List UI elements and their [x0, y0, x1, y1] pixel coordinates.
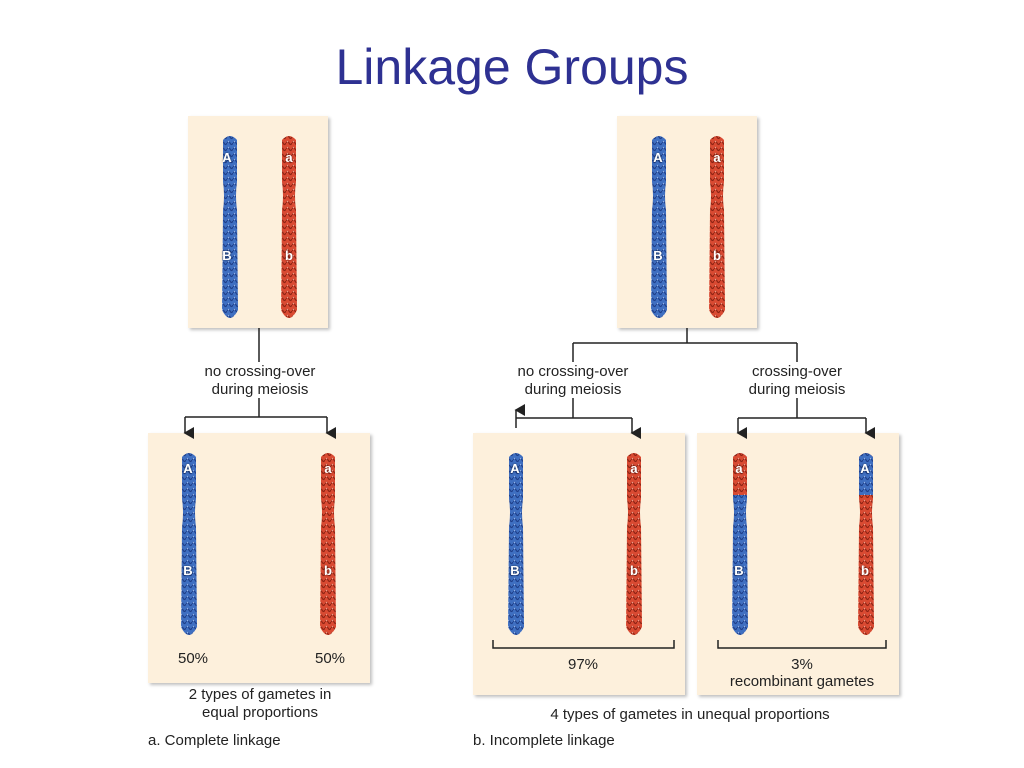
incomplete-parent-panel	[617, 116, 757, 328]
complete-caption: a. Complete linkage	[148, 732, 281, 749]
gamete-chromosome-red	[320, 453, 336, 635]
gene-a-label: a	[713, 150, 721, 165]
parental-percent: 97%	[567, 656, 599, 673]
incomplete-summary: 4 types of gametes in unequal proportion…	[550, 706, 830, 723]
page-title: Linkage Groups	[335, 39, 689, 95]
gamete-chromosome-blue	[181, 453, 197, 635]
parent-chromosome-red	[281, 136, 297, 318]
incomplete-right-arrow-label: crossing-over during meiosis	[748, 363, 846, 398]
gene-B-label: B	[653, 248, 663, 263]
gene-a-label: a	[324, 461, 332, 476]
gene-a-label: a	[735, 461, 743, 476]
recombinant-gamete-Ab	[858, 453, 874, 635]
complete-percent-left: 50%	[177, 650, 209, 667]
parent-chromosome-blue	[651, 136, 667, 318]
incomplete-caption: b. Incomplete linkage	[473, 732, 615, 749]
recombinant-bracket	[717, 640, 887, 649]
gene-b-label: b	[324, 563, 332, 578]
gene-a-label: a	[630, 461, 638, 476]
gene-A-label: A	[510, 461, 520, 476]
incomplete-left-arrow-label: no crossing-over during meiosis	[517, 363, 629, 398]
parent-chromosome-red	[709, 136, 725, 318]
gene-A-label: A	[222, 150, 232, 165]
incomplete-parental-panel	[473, 433, 685, 695]
gene-A-label: A	[183, 461, 193, 476]
recombinant-percent: 3%	[791, 656, 813, 673]
gene-B-label: B	[734, 563, 744, 578]
complete-arrow-label: no crossing-over during meiosis	[204, 363, 316, 398]
parental-bracket	[492, 640, 675, 649]
gene-b-label: b	[713, 248, 721, 263]
complete-summary: 2 types of gametes in equal proportions	[188, 686, 332, 721]
gene-b-label: b	[285, 248, 293, 263]
complete-parent-panel	[188, 116, 328, 328]
recombinant-label: recombinant gametes	[729, 673, 875, 690]
complete-percent-right: 50%	[314, 650, 346, 667]
gene-a-label: a	[285, 150, 293, 165]
parental-gamete-red	[626, 453, 642, 635]
parent-chromosome-blue	[222, 136, 238, 318]
parental-gamete-blue	[508, 453, 524, 635]
gene-B-label: B	[510, 563, 520, 578]
gene-b-label: b	[861, 563, 869, 578]
gene-A-label: A	[860, 461, 870, 476]
gene-A-label: A	[653, 150, 663, 165]
recombinant-gamete-aB	[732, 453, 748, 635]
gene-B-label: B	[222, 248, 232, 263]
gene-B-label: B	[183, 563, 193, 578]
gene-b-label: b	[630, 563, 638, 578]
